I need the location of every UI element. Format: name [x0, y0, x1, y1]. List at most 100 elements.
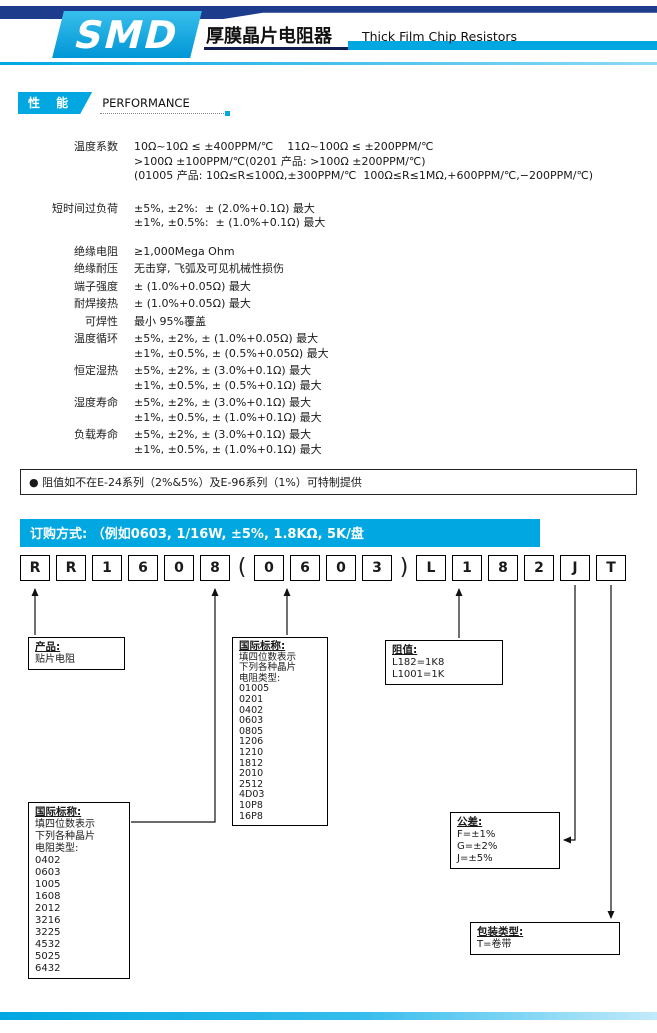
tolerance-box-lines: F=±1%G=±2%J=±5% [457, 829, 553, 865]
performance-row-label: 短时间过负荷 [52, 201, 118, 215]
order-code-box: 0 [326, 555, 356, 581]
text-line: 下列各种晶片 [239, 662, 297, 674]
text-line: G=±2% [457, 841, 498, 852]
order-code-box: R [20, 555, 50, 581]
packing-box: 包装类型: T=卷带 [470, 922, 620, 955]
metric-size-box-title: 国际标称: [35, 806, 82, 818]
text-line: T=卷带 [477, 939, 512, 950]
performance-row-value: ±5%, ±2%, ± (3.0%+0.1Ω) 最大±1%, ±0.5%, ± … [134, 364, 322, 393]
performance-value-line: >100Ω ±100PPM/℃(0201 产品: >100Ω ±200PPM/℃… [134, 154, 426, 168]
order-code-box: 0 [164, 555, 194, 581]
text-line: 2512 [239, 778, 264, 790]
performance-row: 负载寿命 ±5%, ±2%, ± (3.0%+0.1Ω) 最大±1%, ±0.5%… [18, 428, 657, 457]
text-line: 0402 [35, 855, 61, 866]
performance-value-line: ± (1.0%+0.05Ω) 最大 [134, 279, 251, 293]
performance-row: 绝缘电阻 ≥1,000Mega Ohm [18, 245, 657, 260]
performance-row-value: ±5%, ±2%, ± (1.0%+0.05Ω) 最大±1%, ±0.5%, ±… [134, 332, 329, 361]
performance-value-line: ±1%, ±0.5%: ± (1.0%+0.1Ω) 最大 [134, 216, 326, 229]
performance-value-line: 最小 95%覆盖 [134, 314, 206, 328]
text-line: 1210 [239, 746, 264, 758]
performance-row-value: 最小 95%覆盖 [134, 315, 206, 330]
text-line: 电阻类型: [239, 672, 281, 684]
text-line: 3216 [35, 915, 61, 926]
performance-value-line: 无击穿, 飞弧及可见机械性损伤 [134, 262, 284, 275]
text-line: 电阻类型: [35, 843, 79, 854]
text-line: 4532 [35, 939, 61, 950]
performance-heading: 性 能 PERFORMANCE [18, 92, 657, 116]
performance-value-line: ±5%, ±2%, ± (3.0%+0.1Ω) 最大 [134, 396, 312, 409]
order-code-box: 8 [488, 555, 518, 581]
smd-logo-text: SMD [70, 12, 184, 57]
performance-row: 短时间过负荷 ±5%, ±2%: ± (2.0%+0.1Ω) 最大±1%, ±0.… [18, 202, 657, 231]
text-line: 3225 [35, 927, 61, 938]
performance-value-line: ±1%, ±0.5%, ± (0.5%+0.1Ω) 最大 [134, 378, 322, 392]
performance-value-line: ±5%, ±2%, ± (3.0%+0.1Ω) 最大 [134, 428, 312, 441]
performance-row-value: ± (1.0%+0.05Ω) 最大 [134, 280, 251, 295]
text-line: 16P8 [239, 810, 263, 822]
arrow-tolerance [563, 585, 576, 844]
text-line: 0805 [239, 725, 264, 737]
performance-badge-cn: 性 能 [18, 92, 92, 114]
text-line: 贴片电阻 [35, 654, 75, 665]
text-line: F=±1% [457, 829, 496, 840]
performance-value-line: (01005 产品: 10Ω≤R≤100Ω,±300PPM/℃ 100Ω≤R≤1… [134, 169, 594, 182]
performance-row: 可焊性 最小 95%覆盖 [18, 315, 657, 330]
performance-row-value: ±5%, ±2%, ± (3.0%+0.1Ω) 最大±1%, ±0.5%, ± … [134, 396, 322, 425]
product-box-lines: 贴片电阻 [35, 654, 118, 666]
packing-box-lines: T=卷带 [477, 939, 613, 951]
text-line: 5025 [35, 951, 61, 962]
text-line: 1206 [239, 736, 264, 748]
text-line: 0603 [239, 715, 264, 727]
order-code-box: 1 [452, 555, 482, 581]
text-line: 6432 [35, 963, 61, 974]
performance-row-label: 可焊性 [85, 314, 118, 328]
smd-logo: SMD [52, 11, 202, 58]
header: SMD 厚膜晶片电阻器 Thick Film Chip Resistors [0, 0, 657, 66]
text-line: 0603 [35, 867, 61, 878]
text-line: 2010 [239, 768, 264, 780]
performance-row-label: 端子强度 [74, 279, 118, 293]
performance-row-label: 负载寿命 [74, 428, 118, 441]
connector-arrows [31, 585, 615, 919]
order-code-box: T [596, 555, 626, 581]
performance-value-line: ±1%, ±0.5%, ± (1.0%+0.1Ω) 最大 [134, 442, 322, 456]
order-code-box: J [560, 555, 590, 581]
performance-row: 耐焊接热± (1.0%+0.05Ω) 最大 [18, 297, 657, 312]
bottom-bar [0, 1012, 657, 1020]
order-code-box: 1 [92, 555, 122, 581]
performance-value-line: ≥1,000Mega Ohm [134, 244, 235, 258]
performance-row-label: 耐焊接热 [74, 297, 118, 310]
performance-row-value: 10Ω~10Ω ≤ ±400PPM/℃ 11Ω~100Ω ≤ ±200PPM/℃… [134, 140, 593, 184]
order-code-box: 6 [290, 555, 320, 581]
performance-value-line: ±5%, ±2%, ± (1.0%+0.05Ω) 最大 [134, 332, 319, 345]
performance-row: 绝缘耐压 无击穿, 飞弧及可见机械性损伤 [18, 262, 657, 277]
text-line: L182=1K8 [392, 657, 445, 668]
product-box-title: 产品: [35, 641, 61, 653]
resistance-box-title: 阻值: [392, 644, 418, 656]
text-line: 10P8 [239, 799, 263, 811]
order-code-box: 6 [128, 555, 158, 581]
text-line: 下列各种晶片 [35, 831, 95, 842]
text-line: L1001=1K [392, 669, 445, 680]
performance-row-label: 温度循环 [74, 332, 118, 345]
performance-row-label: 绝缘电阻 [74, 244, 118, 258]
performance-row-value: ≥1,000Mega Ohm [134, 245, 235, 260]
order-code-box: L [416, 555, 446, 581]
performance-row-value: ±5%, ±2%: ± (2.0%+0.1Ω) 最大±1%, ±0.5%: ± … [134, 202, 325, 231]
performance-value-line: ±5%, ±2%: ± (2.0%+0.1Ω) 最大 [134, 201, 315, 215]
tolerance-box-title: 公差: [457, 816, 483, 828]
performance-row-label: 绝缘耐压 [74, 262, 118, 275]
performance-value-line: 10Ω~10Ω ≤ ±400PPM/℃ 11Ω~100Ω ≤ ±200PPM/℃ [134, 140, 434, 153]
performance-row: 恒定湿热 ±5%, ±2%, ± (3.0%+0.1Ω) 最大±1%, ±0.5%… [18, 364, 657, 393]
text-line: 01005 [239, 683, 270, 695]
order-code-box: 8 [200, 555, 230, 581]
performance-row-label: 恒定湿热 [74, 364, 118, 377]
